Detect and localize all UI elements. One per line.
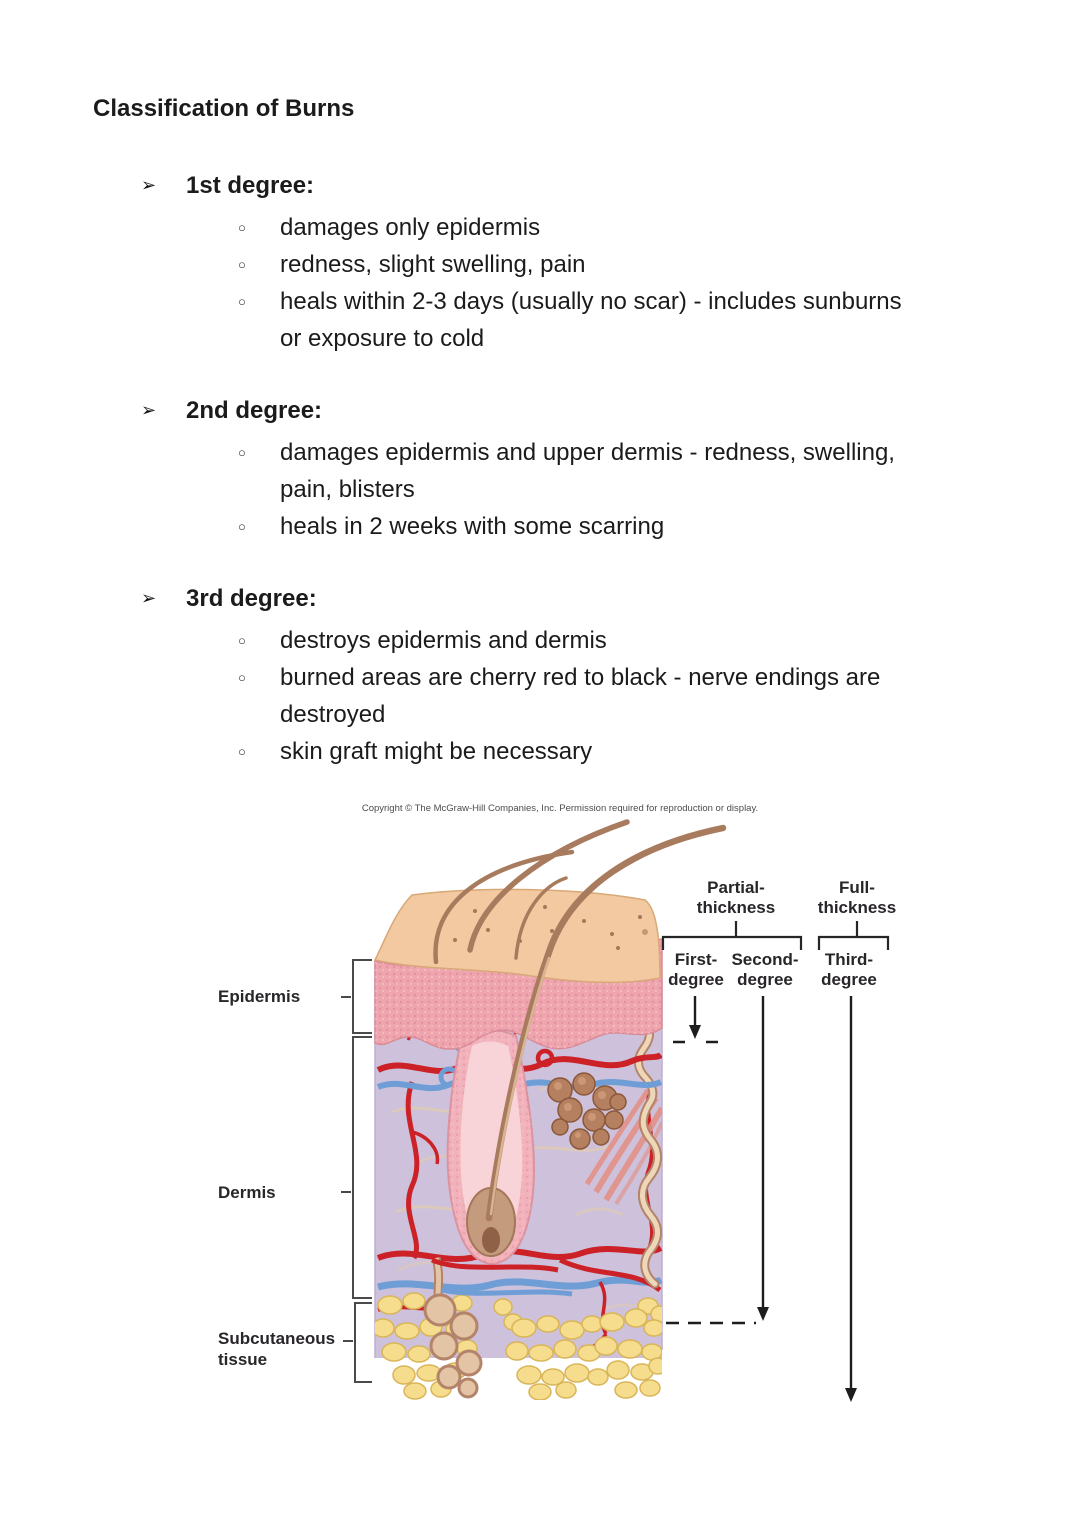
second-degree-arrowhead (757, 1307, 769, 1321)
list-item: ○ damages epidermis and upper dermis - r… (0, 434, 1080, 508)
section-heading: 2nd degree: (186, 397, 323, 424)
list-item: ○ heals in 2 weeks with some scarring (0, 508, 1080, 545)
circle-bullet-icon: ○ (238, 633, 246, 648)
copyright-notice: Copyright © The McGraw-Hill Companies, I… (361, 803, 759, 814)
note-line: pain, blisters (280, 476, 415, 503)
note-line: skin graft might be necessary (280, 738, 593, 765)
circle-bullet-icon: ○ (238, 445, 246, 460)
circle-bullet-icon: ○ (238, 257, 246, 272)
skin-block (373, 819, 727, 1400)
sebaceous-gland (547, 1072, 627, 1150)
list-item: ○ damages only epidermis (0, 209, 1080, 246)
section-heading-row: ➢ 3rd degree: (0, 580, 1080, 617)
fat-tissue (375, 1292, 662, 1400)
note-line: redness, slight swelling, pain (280, 251, 586, 278)
third-degree-label: Third- degree (821, 950, 877, 989)
note-line: burned areas are cherry red to black - n… (280, 664, 881, 691)
partial-thickness-label: Partial- thickness (696, 878, 776, 917)
sweat-gland-coil (423, 1256, 483, 1399)
section-heading: 1st degree: (186, 172, 315, 199)
section-2nd-degree: ➢ 2nd degree: ○ damages epidermis and up… (0, 392, 1080, 545)
skin-cross-section-illustration (341, 819, 890, 1402)
note-line: heals within 2-3 days (usually no scar) … (280, 288, 902, 315)
note-line: destroys epidermis and dermis (280, 627, 607, 654)
second-degree-label: Second- degree (731, 950, 799, 989)
first-degree-label: First- degree (668, 950, 724, 989)
list-item: ○ destroys epidermis and dermis (0, 622, 1080, 659)
layer-brackets (341, 959, 372, 1383)
burn-depth-diagram: Copyright © The McGraw-Hill Companies, I… (0, 790, 1080, 1530)
note-line: damages only epidermis (280, 214, 541, 241)
hairs (433, 819, 727, 1222)
circle-bullet-icon: ○ (238, 744, 246, 759)
section-3rd-degree: ➢ 3rd degree: ○ destroys epidermis and d… (0, 580, 1080, 770)
circle-bullet-icon: ○ (238, 294, 246, 309)
section-1st-degree: ➢ 1st degree: ○ damages only epidermis ○… (0, 167, 1080, 357)
list-item: ○ redness, slight swelling, pain (0, 246, 1080, 283)
note-line: destroyed (280, 701, 386, 728)
circle-bullet-icon: ○ (238, 670, 246, 685)
plexus-over-bulb (431, 1257, 573, 1297)
thickness-brackets (661, 921, 890, 950)
degree-arrows (666, 996, 857, 1402)
first-degree-arrowhead (689, 1025, 701, 1039)
circle-bullet-icon: ○ (238, 220, 246, 235)
note-line: heals in 2 weeks with some scarring (280, 513, 665, 540)
arrow-bullet-icon: ➢ (141, 400, 157, 420)
arrow-bullet-icon: ➢ (141, 588, 157, 608)
full-thickness-label: Full- thickness (817, 878, 897, 917)
notes-list: ➢ 1st degree: ○ damages only epidermis ○… (0, 167, 1080, 805)
note-line: or exposure to cold (280, 325, 485, 352)
section-heading: 3rd degree: (186, 585, 317, 612)
dermis-label: Dermis (218, 1183, 276, 1202)
list-item: ○ heals within 2-3 days (usually no scar… (0, 283, 1080, 357)
circle-bullet-icon: ○ (238, 519, 246, 534)
list-item: ○ burned areas are cherry red to black -… (0, 659, 1080, 733)
arrow-bullet-icon: ➢ (141, 175, 157, 195)
note-line: damages epidermis and upper dermis - red… (280, 439, 895, 466)
hair-follicle (446, 1029, 535, 1266)
list-item: ○ skin graft might be necessary (0, 733, 1080, 770)
section-heading-row: ➢ 1st degree: (0, 167, 1080, 204)
section-heading-row: ➢ 2nd degree: (0, 392, 1080, 429)
page-title: Classification of Burns (93, 95, 355, 122)
subcutaneous-tissue-label: Subcutaneous tissue (218, 1329, 336, 1369)
third-degree-arrowhead (845, 1388, 857, 1402)
epidermis-label: Epidermis (218, 987, 301, 1006)
